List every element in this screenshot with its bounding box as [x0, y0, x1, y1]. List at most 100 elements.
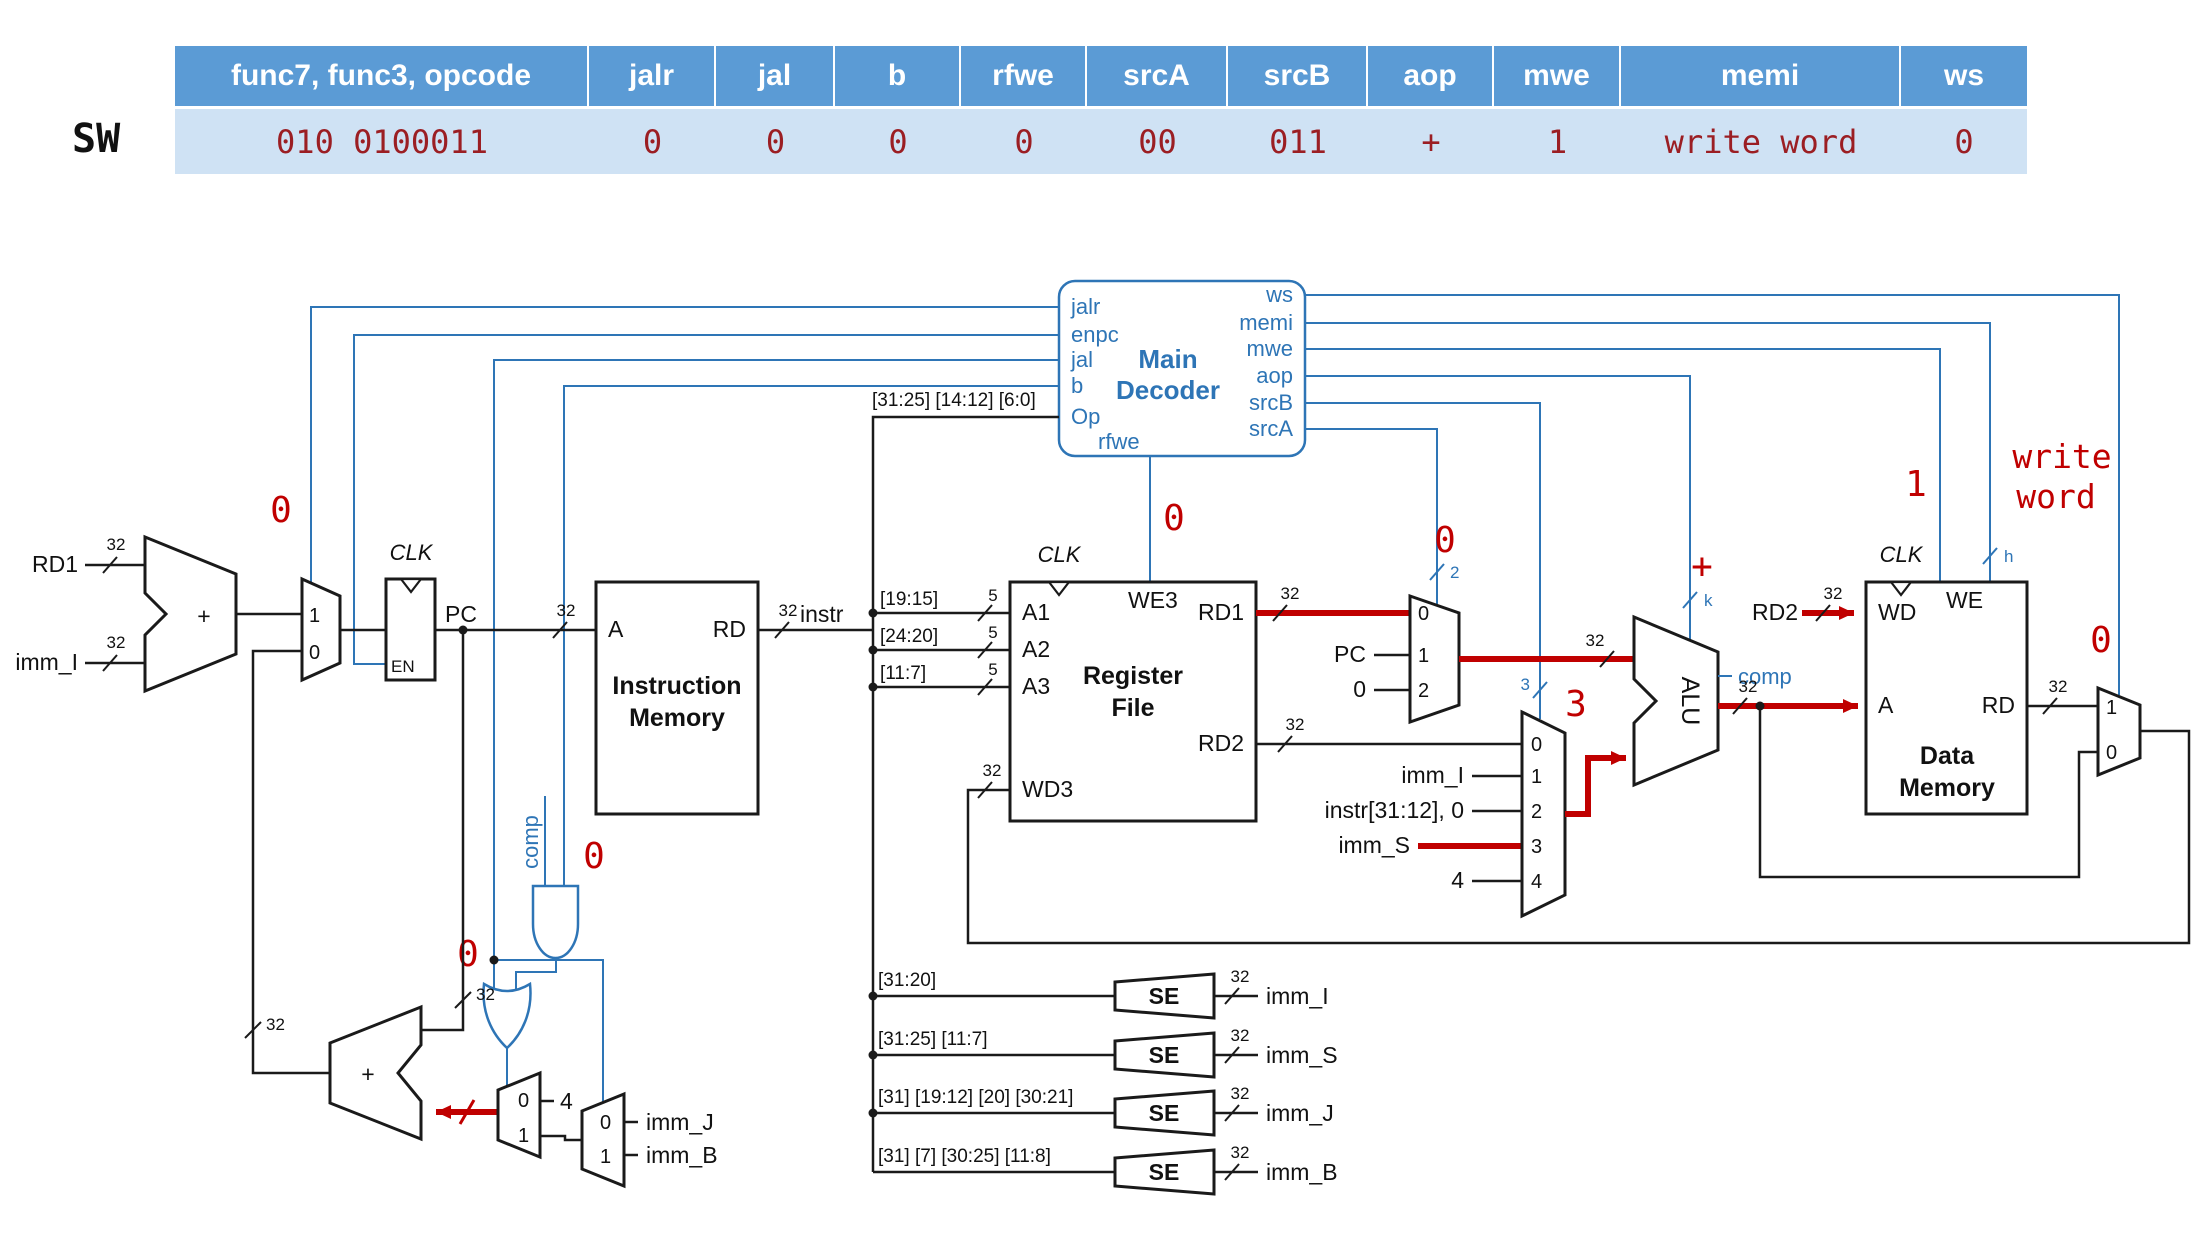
buswidth-slash [1224, 987, 1240, 1005]
mux-in-3: 3 [1531, 836, 1542, 858]
buswidth-slash-blue [1682, 591, 1698, 609]
ann-rfwe: 0 [1163, 498, 1185, 539]
se-block [1113, 1148, 1216, 1196]
buswidth-5: 5 [988, 660, 997, 679]
rf-port-rd2: RD2 [1198, 730, 1244, 756]
control-wires [310, 294, 2120, 1102]
buswidth-32: 32 [1281, 584, 1300, 603]
immi-source-label: imm_I [15, 649, 78, 675]
buswidth-slash [774, 621, 790, 639]
se-label: SE [1149, 1042, 1180, 1068]
se-label: SE [1149, 1100, 1180, 1126]
se-out-label: imm_B [1266, 1159, 1338, 1185]
dmem-port-wd: WD [1878, 599, 1916, 625]
decoder-port-enpc: enpc [1071, 322, 1119, 347]
decoder-title-2: Decoder [1116, 375, 1220, 405]
rf-port-a2: A2 [1022, 636, 1050, 662]
buswidth-slash [1224, 1046, 1240, 1064]
buswidth-32: 32 [266, 1015, 285, 1034]
buswidth-32: 32 [107, 535, 126, 554]
wire-jal [493, 359, 1059, 992]
value-jal: 0 [716, 109, 835, 174]
mux-in-0: 0 [600, 1112, 611, 1134]
alu: ALU k comp 32 [1632, 591, 2098, 879]
buswidth-slash [102, 654, 118, 672]
dmem-title-1: Data [1920, 742, 1975, 770]
se-out-label: imm_J [1266, 1100, 1334, 1126]
wire-mwe [1305, 348, 1941, 582]
buswidth-slash-blue [1532, 681, 1548, 699]
ann-srcb: 3 [1565, 684, 1587, 725]
four-label: 4 [560, 1088, 573, 1114]
buswidth-slash [977, 678, 993, 696]
and-gate [531, 884, 580, 960]
branch-adder-plus: + [361, 1061, 374, 1087]
buswidth-32: 32 [476, 985, 495, 1004]
mux-in-0: 0 [518, 1090, 529, 1112]
buswidth-slash [2042, 697, 2058, 715]
wire-alu-bypass [1758, 706, 2098, 879]
red-slash [458, 1099, 476, 1125]
wire-aop [1305, 375, 1691, 640]
selwidth-h: h [2004, 547, 2013, 566]
ann-memi-1: write [2012, 437, 2111, 476]
wire-ws [1305, 294, 2120, 695]
wire-enpc [353, 334, 1059, 665]
register-file-box [1008, 580, 1258, 823]
selwidth-k: k [1704, 591, 1713, 610]
buswidth-32: 32 [1231, 1084, 1250, 1103]
rf-port-a1: A1 [1022, 599, 1050, 625]
srcb-mux-shape [1520, 709, 1567, 919]
selwidth-3: 3 [1521, 675, 1530, 694]
rf-title-1: Register [1083, 662, 1183, 690]
a2-bits-label: [24:20] [880, 626, 938, 647]
wire-jal-branch [494, 959, 604, 1102]
dmem-title-2: Memory [1899, 774, 1995, 802]
srcb-imms-label: imm_S [1338, 832, 1410, 858]
wire-srcb-sel [1305, 402, 1541, 719]
buswidth-slash [1277, 735, 1293, 753]
rf-port-we3: WE3 [1128, 587, 1178, 613]
writeback-mux-shape [2096, 685, 2142, 778]
buswidth-32: 32 [1231, 1143, 1250, 1162]
se-label: SE [1149, 983, 1180, 1009]
comp-signal-label: comp [518, 815, 543, 869]
header-ws: ws [1901, 46, 2027, 109]
srca-mux-shape [1408, 593, 1461, 725]
buswidth-slash [552, 621, 568, 639]
dmem-port-we: WE [1946, 587, 1983, 613]
header-srcb: srcB [1228, 46, 1368, 109]
branch-unit: comp 32 + 32 0 1 4 0 1 imm_J imm_B [244, 630, 718, 1189]
header-aop: aop [1368, 46, 1494, 109]
imem-title-1: Instruction [612, 672, 741, 700]
header-jalr: jalr [589, 46, 716, 109]
header-srca: srcA [1087, 46, 1228, 109]
writeback-mux: 1 0 [966, 685, 2191, 945]
mux-in-1: 1 [600, 1146, 611, 1168]
buswidth-32: 32 [557, 601, 576, 620]
srca-zero-label: 0 [1353, 676, 1366, 702]
buswidth-slash-blue [1429, 563, 1445, 581]
clk-label: CLK [390, 540, 434, 565]
mux-in-1: 1 [309, 605, 320, 627]
ann-memi-2: word [2016, 477, 2095, 516]
instruction-memory-box [594, 580, 760, 816]
rd2-wire-label: RD2 [1752, 599, 1798, 625]
junction-dot [868, 682, 878, 692]
control-table: func7, func3, opcode jalr jal b rfwe src… [175, 46, 2027, 174]
buswidth-slash-blue [1982, 547, 1998, 565]
buswidth-32: 32 [983, 761, 1002, 780]
junction-dot [868, 645, 878, 655]
value-b: 0 [835, 109, 961, 174]
buswidth-slash [1732, 697, 1748, 715]
srcb-mux: 32 0 1 2 3 4 imm_I instr[31:12], 0 imm_S… [1256, 675, 1626, 919]
main-decoder: Main Decoder jalr enpc jal b Op rfwe ws … [1057, 279, 1307, 458]
jalr-adder-shape [143, 534, 238, 694]
ann-ws: 0 [2090, 620, 2112, 661]
buswidth-32: 32 [1586, 631, 1605, 650]
mux-in-0: 0 [309, 642, 320, 664]
main-decoder-box [1057, 279, 1307, 458]
wire-writeback [966, 729, 2191, 945]
wire-branch-target [251, 649, 330, 1075]
ann-b: 0 [583, 836, 605, 877]
